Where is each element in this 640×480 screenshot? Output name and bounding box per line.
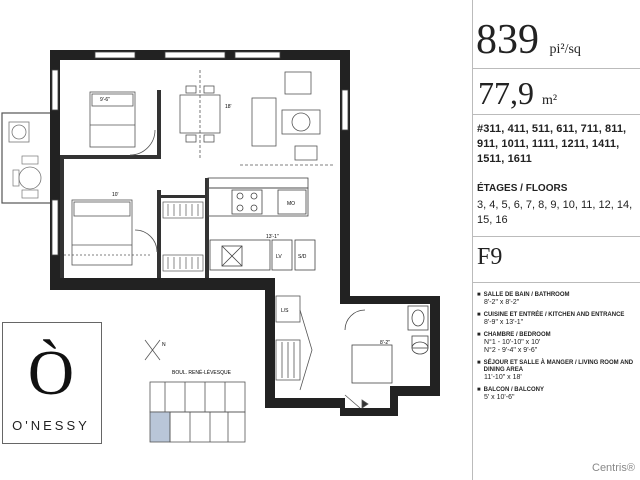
spec-bedroom-1: ■CHAMBRE / BEDROOM N°1 - 10'-10" x 10' [477,332,637,347]
north-label: N [162,342,166,348]
exterior-walls [50,50,440,416]
bedroom-1-dim: 9'-6" [100,97,110,103]
kitchen-dim: 13'-1" [266,234,279,240]
spec-value: N°1 - 10'-10" x 10' [484,339,541,346]
bedroom-1 [89,91,156,156]
spec-kitchen: ■CUISINE ET ENTRÉE / KITCHEN AND ENTRANC… [477,312,637,327]
ls-label: L/S [281,308,289,314]
divider-1 [472,68,640,69]
spec-value: 8'-9" x 13'-1" [484,319,524,326]
interior-walls [60,90,209,278]
spec-value: N°2 - 9'-4" x 9'-6" [484,347,538,354]
model-name: F9 [477,244,503,270]
living-room [240,71,335,166]
windows [51,51,349,256]
divider-2 [472,114,640,115]
spec-label: SALLE DE BAIN / BATHROOM [483,292,570,298]
logo-glyph: Ò [27,337,75,408]
bedroom-2-dim: 10' [112,192,119,198]
area-sqft-value: 839 [476,17,539,63]
floors-list: 3, 4, 5, 6, 7, 8, 9, 10, 11, 12, 14, 15,… [477,199,633,226]
sd-label: S/D [298,254,307,260]
dining-table [179,70,221,160]
divider-4 [472,282,640,283]
logo-box [2,322,102,444]
area-m2-unit: m² [542,93,558,108]
mo-label: MO [287,201,295,207]
lv-label: LV [276,254,282,260]
spec-label: SÉJOUR ET SALLE À MANGER / LIVING ROOM A… [483,360,634,373]
closets [162,201,204,272]
logo-text: O'NESSY [12,418,90,433]
entrance [275,295,369,409]
spec-balcony: ■BALCON / BALCONY 5' x 10'-6" [477,387,637,402]
floor-plan: 9'-6" 10' 18' [1,50,440,443]
spec-bathroom: ■SALLE DE BAIN / BATHROOM 8'-2" x 8'-2" [477,292,637,307]
area-sqft-unit: pi²/sq [549,42,581,57]
spec-label: CUISINE ET ENTRÉE / KITCHEN AND ENTRANCE [483,312,625,318]
panel-divider [472,0,473,480]
key-plan [144,339,246,443]
watermark: Centris® [592,462,635,474]
spec-bedroom-2: N°2 - 9'-4" x 9'-6" [477,347,637,355]
spec-living: ■SÉJOUR ET SALLE À MANGER / LIVING ROOM … [477,360,637,382]
bedroom-2 [64,199,158,266]
spec-label: CHAMBRE / BEDROOM [483,332,551,338]
living-dim: 18' [225,104,232,110]
bath-dim: 8'-2" [380,340,390,346]
area-sqft: 839 pi²/sq [476,18,581,72]
divider-3 [472,236,640,237]
units-list: #311, 411, 511, 611, 711, 811, 911, 1011… [477,123,627,165]
spec-value: 5' x 10'-6" [484,394,515,401]
spec-value: 11'-10" x 18' [484,374,522,381]
floors-title: ÉTAGES / FLOORS [477,183,568,194]
balcony [1,112,53,204]
spec-value: 8'-2" x 8'-2" [484,299,520,306]
bathroom [344,305,429,384]
spec-list: ■SALLE DE BAIN / BATHROOM 8'-2" x 8'-2" … [477,292,637,407]
spec-label: BALCON / BALCONY [483,387,544,393]
area-m2-value: 77,9 [478,75,534,111]
area-m2: 77,9 m² [478,76,557,118]
street-label: BOUL. RENÉ-LÉVESQUE [172,369,232,376]
kitchen [207,177,316,271]
